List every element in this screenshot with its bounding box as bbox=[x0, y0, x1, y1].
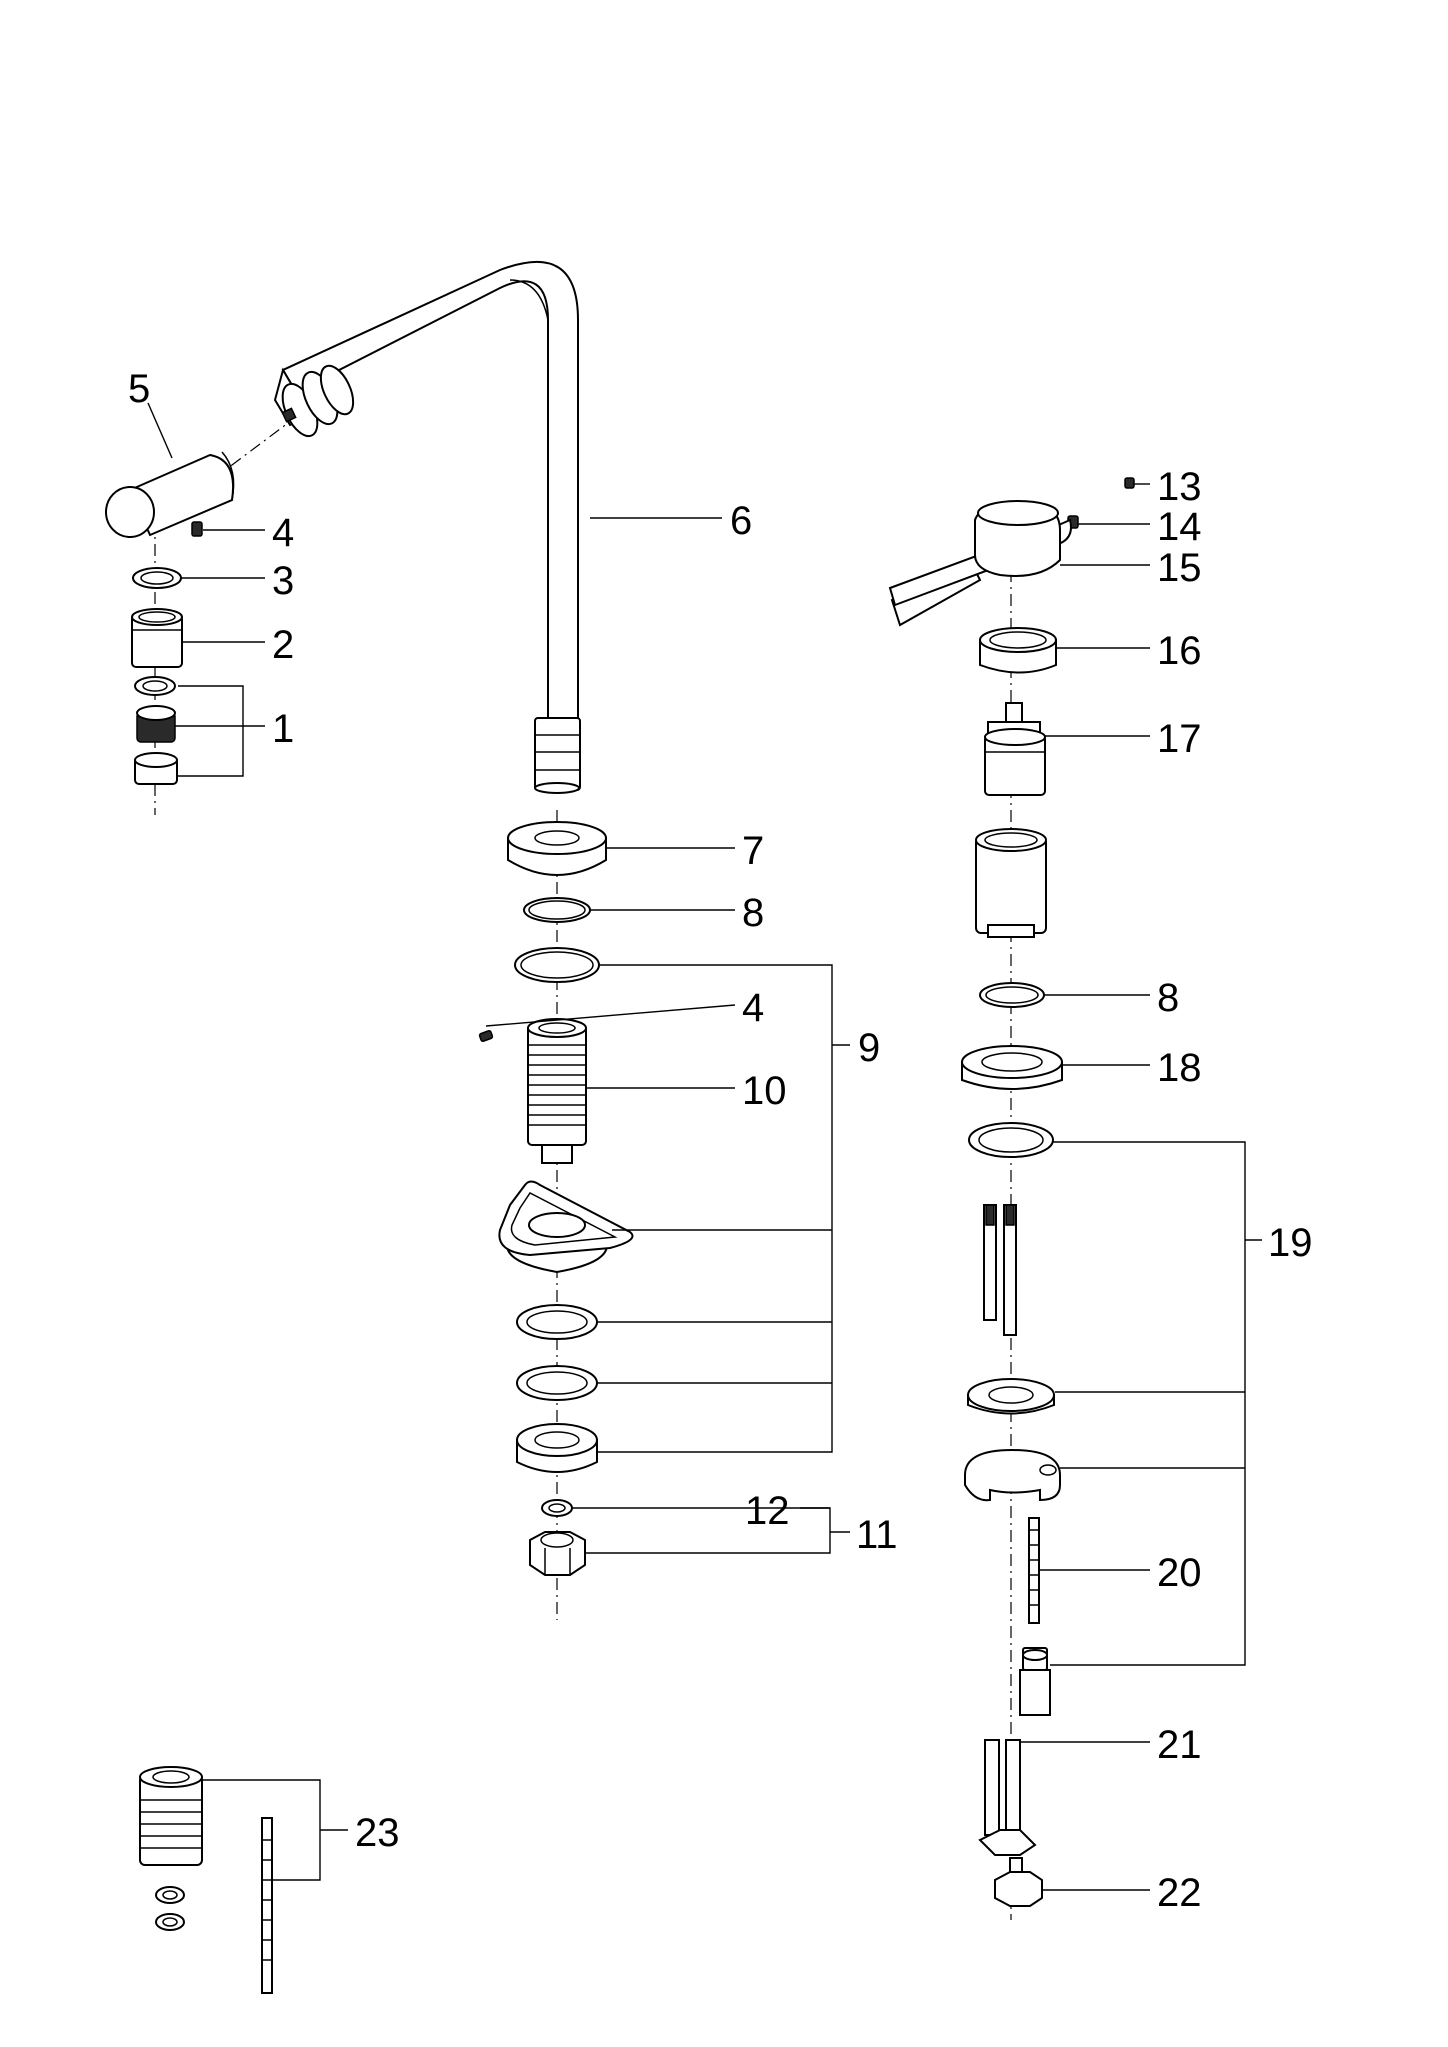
supply-hoses-21 bbox=[978, 1739, 1037, 1856]
label-6: 6 bbox=[730, 499, 752, 543]
body-sleeve bbox=[975, 828, 1047, 938]
label-8-right: 8 bbox=[1157, 976, 1179, 1020]
label-12: 12 bbox=[745, 1489, 790, 1533]
grub-screw-13 bbox=[1124, 477, 1135, 489]
label-3: 3 bbox=[272, 559, 294, 603]
clamp-19 bbox=[964, 1448, 1061, 1502]
label-5: 5 bbox=[128, 367, 150, 411]
set-screw-left bbox=[191, 521, 203, 537]
label-19: 19 bbox=[1268, 1221, 1313, 1265]
gasket-9-low bbox=[516, 1365, 598, 1401]
label-20: 20 bbox=[1157, 1551, 1202, 1595]
support-plate bbox=[498, 1180, 634, 1274]
label-7: 7 bbox=[742, 829, 764, 873]
washer-3 bbox=[132, 567, 182, 589]
cap-nut-16 bbox=[979, 627, 1057, 674]
leader-lines bbox=[147, 402, 1262, 1891]
label-17: 17 bbox=[1157, 717, 1202, 761]
supply-pipes-upper bbox=[983, 1204, 1017, 1336]
rosette-7 bbox=[507, 821, 607, 876]
mounting-nut bbox=[516, 1423, 598, 1473]
label-10: 10 bbox=[742, 1069, 787, 1113]
label-21: 21 bbox=[1157, 1723, 1202, 1767]
aerator-housing bbox=[131, 608, 183, 668]
label-4-center: 4 bbox=[742, 986, 764, 1030]
label-14: 14 bbox=[1157, 505, 1202, 549]
spout bbox=[273, 260, 581, 794]
ring-18 bbox=[961, 1045, 1063, 1090]
lever-handle bbox=[888, 500, 1072, 627]
gasket-9-top bbox=[514, 947, 600, 983]
label-16: 16 bbox=[1157, 629, 1202, 673]
threaded-shank bbox=[527, 1018, 587, 1164]
cartridge-17 bbox=[984, 702, 1046, 796]
gasket-9-mid bbox=[516, 1304, 598, 1340]
hex-nut-11 bbox=[529, 1531, 586, 1576]
label-23: 23 bbox=[355, 1811, 400, 1855]
label-9: 9 bbox=[858, 1026, 880, 1070]
axis-spout bbox=[211, 419, 293, 481]
label-2: 2 bbox=[272, 623, 294, 667]
label-18: 18 bbox=[1157, 1046, 1202, 1090]
label-8-center: 8 bbox=[742, 891, 764, 935]
label-1: 1 bbox=[272, 707, 294, 751]
set-screw-center bbox=[478, 1030, 494, 1042]
mounting-kit-23 bbox=[139, 1766, 273, 1994]
washer-12 bbox=[541, 1499, 573, 1517]
hex-fitting-22 bbox=[994, 1857, 1043, 1907]
spout-end-cap bbox=[105, 451, 235, 538]
label-13: 13 bbox=[1157, 465, 1202, 509]
label-4-left: 4 bbox=[272, 511, 294, 555]
label-15: 15 bbox=[1157, 546, 1202, 590]
label-11: 11 bbox=[856, 1513, 898, 1557]
label-22: 22 bbox=[1157, 1871, 1202, 1915]
threaded-rod-20 bbox=[1019, 1517, 1051, 1716]
aerator-set bbox=[134, 676, 178, 785]
